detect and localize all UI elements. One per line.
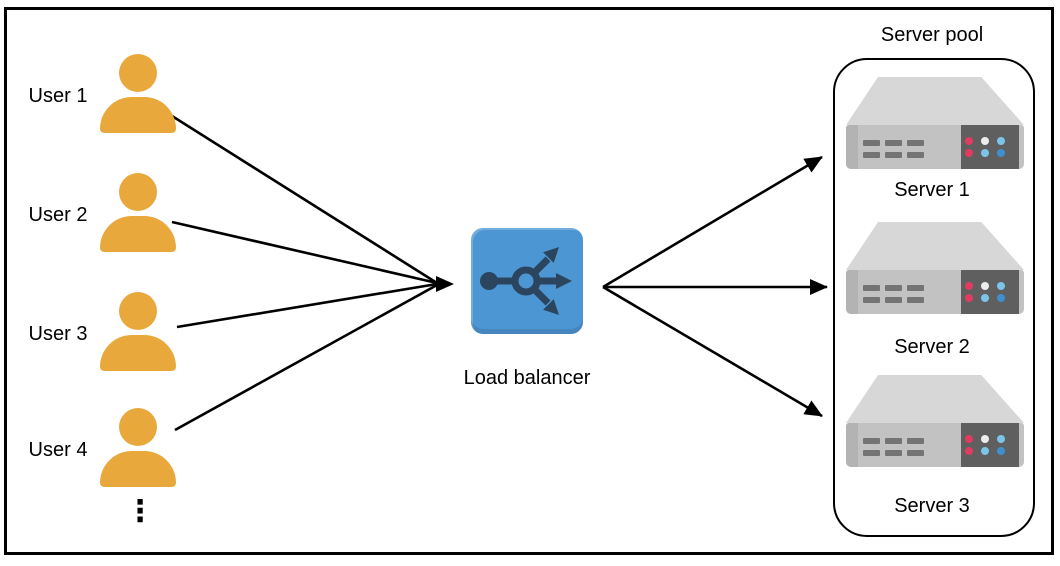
server-vent-slots — [863, 140, 924, 158]
server-led-panel — [961, 423, 1019, 467]
user-label: User 4 — [28, 439, 88, 461]
person-head — [119, 292, 157, 330]
server-pool-title: Server pool — [880, 24, 984, 46]
person-torso — [100, 216, 176, 252]
load-balancer-symbol — [480, 247, 572, 315]
server-led-panel — [961, 270, 1019, 314]
load-balancer-icon — [471, 228, 583, 334]
person-torso — [100, 335, 176, 371]
user-1: User 1 — [18, 54, 178, 136]
server-icon — [846, 222, 1024, 314]
server-front-face — [846, 270, 1024, 314]
load-balancer-label: Load balancer — [463, 367, 591, 389]
server-front-face — [846, 125, 1024, 169]
server-led-dots — [961, 125, 1019, 157]
server-label: Server 2 — [894, 336, 970, 358]
user-label: User 1 — [28, 85, 88, 107]
person-icon — [100, 54, 176, 134]
server-vent-slots — [863, 438, 924, 456]
server-led-dots — [961, 270, 1019, 302]
server-icon — [846, 375, 1024, 467]
server-top-face — [846, 375, 1024, 423]
user-label: User 2 — [28, 204, 88, 226]
person-icon — [100, 173, 176, 253]
server-led-panel — [961, 125, 1019, 169]
person-head — [119, 408, 157, 446]
server-top-face — [846, 77, 1024, 125]
server-label: Server 3 — [894, 495, 970, 517]
server-front-face — [846, 423, 1024, 467]
user-label: User 3 — [28, 323, 88, 345]
user-4: User 4 — [18, 408, 178, 490]
server-label: Server 1 — [894, 179, 970, 201]
server-icon — [846, 77, 1024, 169]
person-icon — [100, 292, 176, 372]
diagram-frame — [4, 7, 1054, 555]
person-head — [119, 173, 157, 211]
server-pool-container — [833, 58, 1035, 537]
person-icon — [100, 408, 176, 488]
user-3: User 3 — [18, 292, 178, 374]
person-torso — [100, 97, 176, 133]
server-vent-slots — [863, 285, 924, 303]
server-led-dots — [961, 423, 1019, 455]
vertical-ellipsis-icon: ⋮ — [125, 495, 155, 528]
person-torso — [100, 451, 176, 487]
server-top-face — [846, 222, 1024, 270]
person-head — [119, 54, 157, 92]
user-2: User 2 — [18, 173, 178, 255]
